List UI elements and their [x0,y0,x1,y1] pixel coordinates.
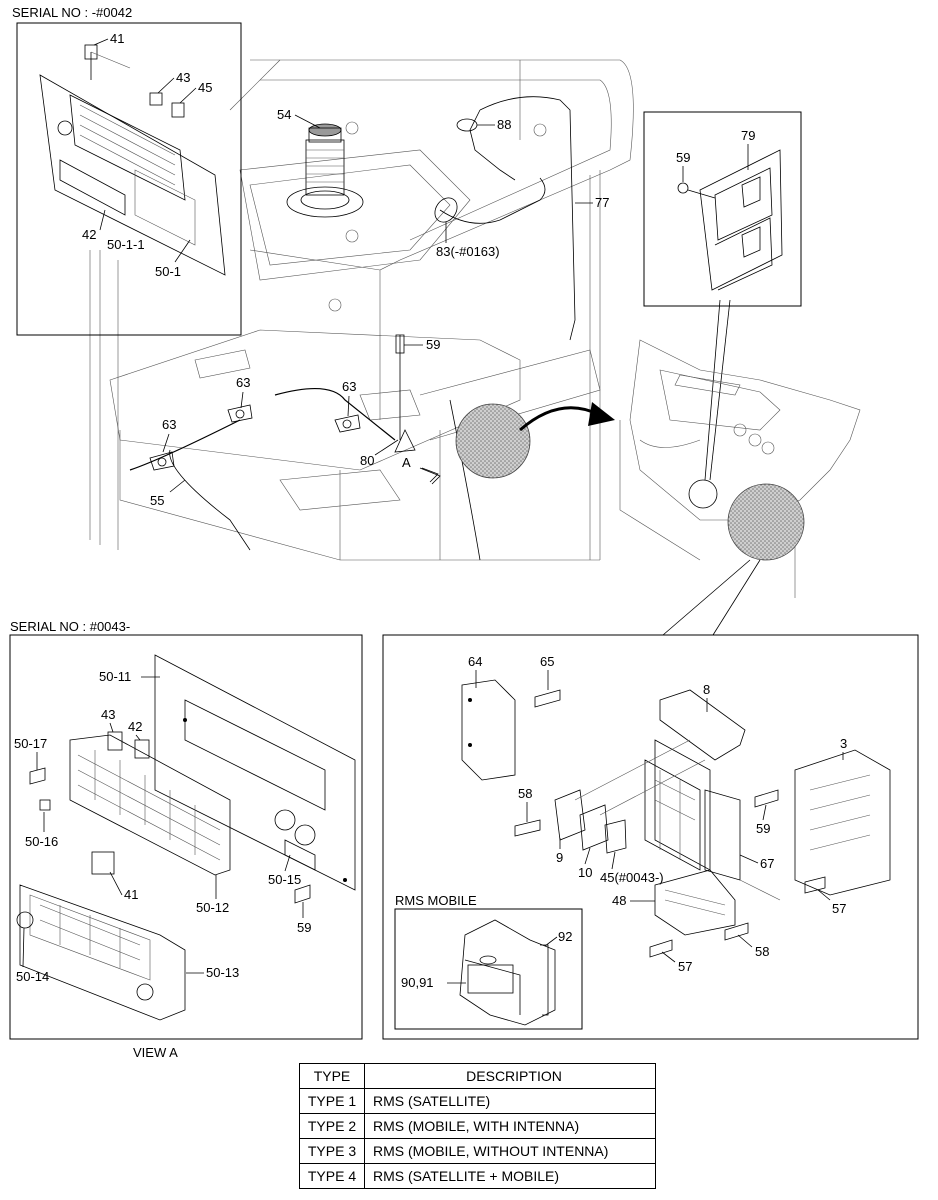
callout-77: 77 [595,195,609,210]
cell-type: TYPE 3 [299,1138,365,1164]
cell-type: TYPE 4 [299,1163,365,1189]
table-row: TYPE 1 RMS (SATELLITE) [299,1088,656,1114]
callout-63-b: 63 [342,379,356,394]
callout-41-bottom: 41 [124,887,138,902]
section-headers: SERIAL NO : -#0042 SERIAL NO : #0043- VI… [10,5,477,1060]
antenna-part [286,123,364,218]
callout-50-1: 50-1 [155,264,181,279]
callout-92: 92 [558,929,572,944]
cell-description: RMS (SATELLITE + MOBILE) [364,1163,656,1189]
cell-type: TYPE 2 [299,1113,365,1139]
rms-inset-top-right [643,111,802,481]
callout-59-mid: 59 [426,337,440,352]
rms-parts-drawing [461,679,891,958]
callout-55: 55 [150,493,164,508]
table-row: TYPE 3 RMS (MOBILE, WITHOUT INTENNA) [299,1138,656,1164]
detail-pointer [421,402,761,636]
view-a-frame [9,634,363,1040]
callout-45-top: 45 [198,80,212,95]
table-header-row: TYPE DESCRIPTION [299,1063,656,1089]
table-row: TYPE 4 RMS (SATELLITE + MOBILE) [299,1163,656,1189]
callout-50-15: 50-15 [268,872,301,887]
rms-detail-frame [382,634,919,1040]
callout-a: A [402,455,411,470]
callout-58-a: 58 [518,786,532,801]
callout-42-top: 42 [82,227,96,242]
callout-90-91: 90,91 [401,975,434,990]
callout-10: 10 [578,865,592,880]
callout-65: 65 [540,654,554,669]
callout-50-13: 50-13 [206,965,239,980]
callout-50-11: 50-11 [99,669,131,684]
header-description: DESCRIPTION [364,1063,656,1089]
callout-63-c: 63 [162,417,176,432]
cab-rear-drawing [619,339,861,598]
callout-45-bottom: 45(#0043-) [600,870,664,885]
cell-description: RMS (MOBILE, WITHOUT INTENNA) [364,1138,656,1164]
cell-description: RMS (SATELLITE) [364,1088,656,1114]
callout-41-top: 41 [110,31,124,46]
table-row: TYPE 2 RMS (MOBILE, WITH INTENNA) [299,1113,656,1139]
callout-43-bottom: 43 [101,707,115,722]
callout-54: 54 [277,107,291,122]
callout-3: 3 [840,736,847,751]
callout-58-b: 58 [755,944,769,959]
callout-59-inset: 59 [676,150,690,165]
fusebox-inset-top [16,22,242,336]
callout-67: 67 [760,856,774,871]
callout-9: 9 [556,850,563,865]
callout-59-right: 59 [756,821,770,836]
callout-59-bottom: 59 [297,920,311,935]
callout-50-17: 50-17 [14,736,47,751]
callout-8: 8 [703,682,710,697]
type-description-table: TYPE DESCRIPTION TYPE 1 RMS (SATELLITE) … [299,1063,656,1189]
rms-mobile-module [459,919,556,1026]
serial-header-top: SERIAL NO : -#0042 [12,5,132,20]
header-type: TYPE [299,1063,365,1089]
callout-57-a: 57 [678,959,692,974]
cell-type: TYPE 1 [299,1088,365,1114]
callout-50-1-1: 50-1-1 [107,237,145,252]
callout-83: 83(-#0163) [436,244,500,259]
callout-48: 48 [612,893,626,908]
callout-43-top: 43 [176,70,190,85]
callout-79: 79 [741,128,755,143]
mounting-brackets [149,404,361,471]
callout-50-16: 50-16 [25,834,58,849]
callout-50-12: 50-12 [196,900,229,915]
cell-description: RMS (MOBILE, WITH INTENNA) [364,1113,656,1139]
callout-80: 80 [360,453,374,468]
callout-63-a: 63 [236,375,250,390]
callout-50-14: 50-14 [16,969,49,984]
callout-88: 88 [497,117,511,132]
cab-structure-drawing [89,59,634,561]
wiring-harness [129,96,576,561]
rms-mobile-label: RMS MOBILE [395,893,477,908]
callout-57-b: 57 [832,901,846,916]
fusebox-assembly-new [16,654,356,1021]
callout-42-bottom: 42 [128,719,142,734]
callout-labels: 41 43 45 42 50-1-1 50-1 54 88 83(-#0163)… [14,31,847,990]
callout-64: 64 [468,654,482,669]
view-a-label: VIEW A [133,1045,178,1060]
rms-mobile-frame [394,908,583,1030]
serial-header-bottom: SERIAL NO : #0043- [10,619,130,634]
